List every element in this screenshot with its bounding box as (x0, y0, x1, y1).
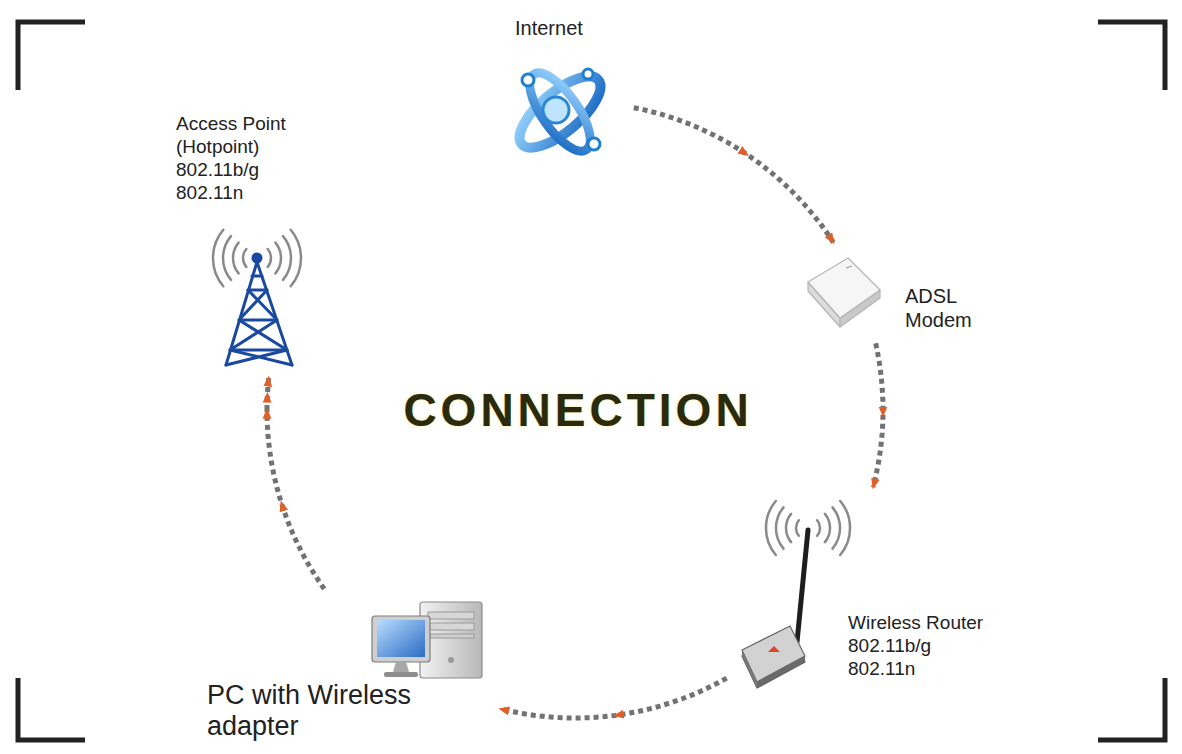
label-group: Internet (515, 16, 583, 40)
dotted-connector (634, 108, 834, 243)
pc-node: PC with Wireless adapter (198, 596, 493, 750)
standard-label: 802.11n (176, 181, 306, 204)
dotted-connector (501, 678, 727, 718)
connector-line (873, 343, 883, 487)
dotted-connector (267, 378, 269, 410)
standard-label: 802.11n (848, 657, 983, 680)
standard-label: 802.11b/g (848, 634, 983, 657)
label-group: Wireless Router802.11b/g802.11n (848, 611, 983, 680)
router-node: Wireless Router802.11b/g802.11n (735, 495, 1050, 690)
internet-globe (509, 64, 611, 160)
label-group: Access Point (Hotpoint)802.11b/g802.11n (176, 112, 306, 204)
corner-brackets (18, 22, 1165, 740)
access-point-node: Access Point (Hotpoint)802.11b/g802.11n (168, 108, 343, 370)
device-label: ADSL Modem (905, 284, 990, 332)
direction-arrow (745, 153, 747, 155)
connector-line (267, 410, 324, 589)
standard-label: 802.11b/g (176, 158, 306, 181)
direction-arrow (615, 715, 618, 716)
device-label: PC with Wireless adapter (207, 680, 422, 742)
modem-node: ADSL Modem (800, 250, 1005, 336)
connector-line (634, 108, 834, 243)
label-group: ADSL Modem (905, 284, 990, 332)
connector-line (267, 378, 269, 410)
wireless-router (742, 530, 808, 688)
pc-computer (372, 602, 482, 678)
label-group: PC with Wireless adapter (207, 680, 422, 742)
device-label: Wireless Router (848, 611, 983, 634)
direction-arrow (281, 503, 283, 506)
diagram-title: CONNECTION (0, 382, 1156, 438)
signal-waves (213, 230, 301, 287)
device-label: Internet (515, 16, 583, 40)
internet-node: Internet (500, 12, 625, 167)
adsl-modem (808, 258, 880, 327)
direction-arrow (883, 413, 884, 416)
dotted-connector (267, 410, 324, 589)
dotted-connector (873, 343, 883, 487)
direction-arrow (267, 394, 268, 397)
device-label: Access Point (Hotpoint) (176, 112, 306, 158)
connector-line (501, 678, 727, 718)
